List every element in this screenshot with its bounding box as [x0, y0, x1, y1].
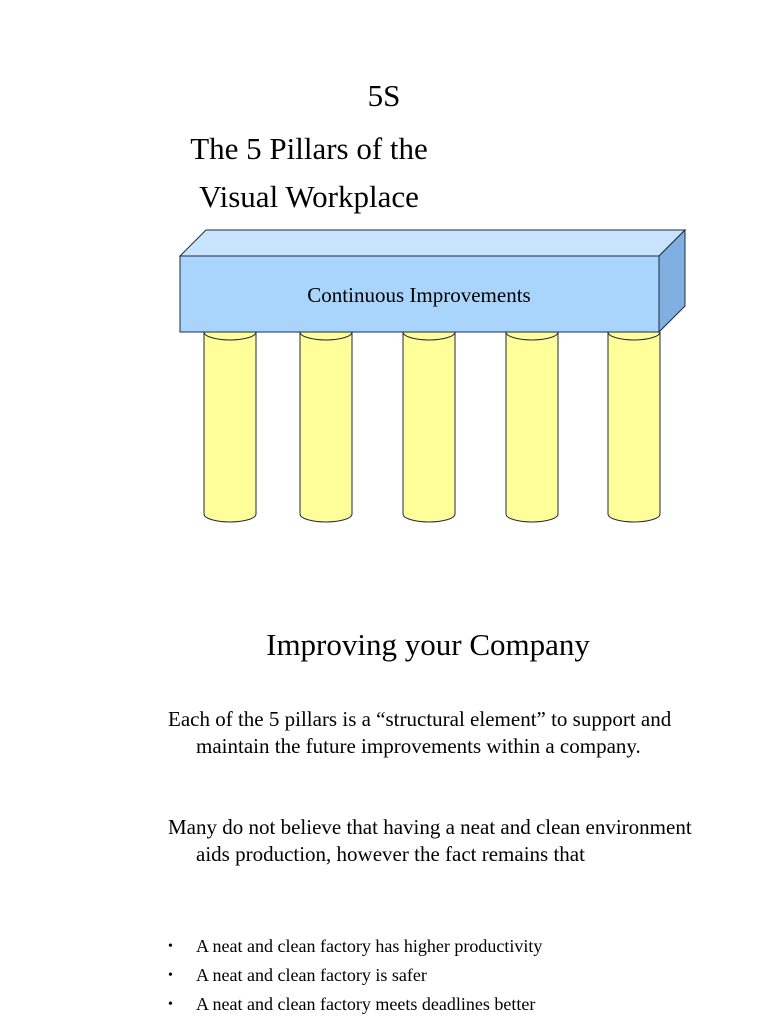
pillar-2	[299, 332, 353, 523]
pillar-cap-1	[203, 331, 257, 341]
slide-5s-pillars: 5S The 5 Pillars of the Visual Workplace…	[178, 78, 687, 523]
list-item: • A neat and clean factory has higher pro…	[168, 932, 688, 961]
slide-title-line-3: Visual Workplace	[199, 179, 419, 214]
pillar-cap-3	[402, 331, 456, 341]
slide-title-line-2: The 5 Pillars of the	[190, 131, 428, 166]
paragraph-structural-element: Each of the 5 pillars is a “structural e…	[168, 707, 672, 758]
pillars-group	[203, 331, 661, 523]
pillar-cap-5	[607, 331, 661, 341]
beam-front-face	[179, 255, 660, 333]
slide-title-5s: 5S	[367, 78, 401, 113]
beam-label: Continuous Improvements	[307, 283, 531, 307]
slide-improving-company: Improving your Company Each of the 5 pil…	[0, 600, 768, 1024]
list-item-text: A neat and clean factory has higher prod…	[196, 936, 543, 956]
pillar-4	[505, 332, 559, 523]
paragraph-neat-clean: Many do not believe that having a neat a…	[168, 815, 692, 866]
list-item-text: A neat and clean factory is safer	[196, 965, 427, 985]
pillar-cap-4	[505, 331, 559, 341]
bullet-icon: •	[168, 968, 173, 983]
list-item-text: A neat and clean factory meets deadlines…	[196, 994, 536, 1014]
pillar-5	[607, 332, 661, 523]
pillar-cap-2	[299, 331, 353, 341]
list-item: • A neat and clean factory meets deadline…	[168, 990, 688, 1019]
beam-top-face	[178, 229, 687, 257]
list-item: • A neat and clean factory is safer	[168, 961, 688, 990]
bullet-icon: •	[168, 939, 173, 954]
pillar-3	[402, 332, 456, 523]
section-title: Improving your Company	[266, 627, 590, 662]
benefits-list: • A neat and clean factory has higher pro…	[168, 932, 688, 1019]
pillar-1	[203, 332, 257, 523]
bullet-icon: •	[168, 997, 173, 1012]
pillars-diagram	[178, 228, 687, 523]
